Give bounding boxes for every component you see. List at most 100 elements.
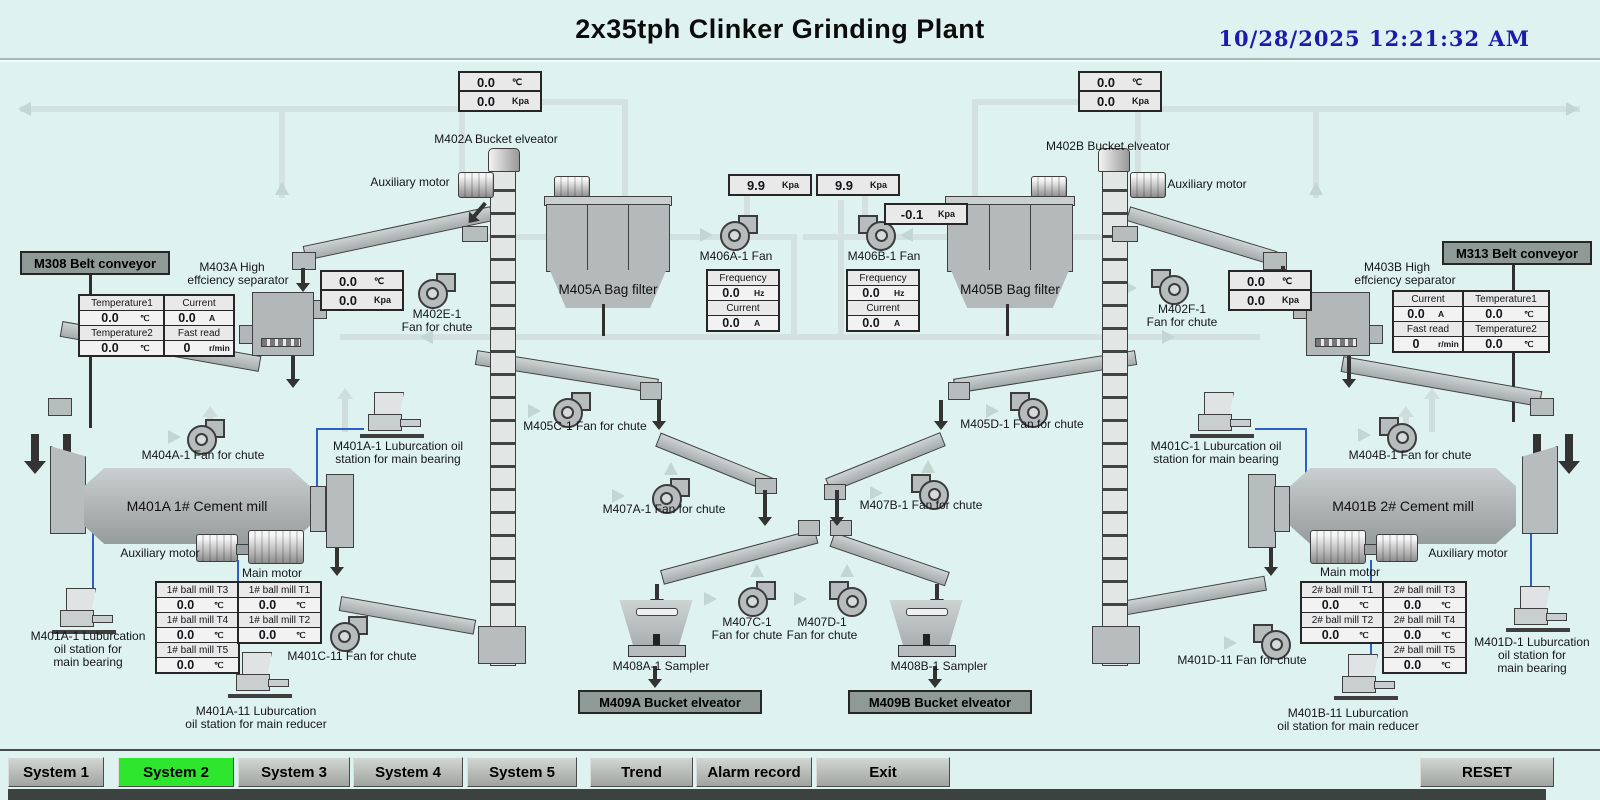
system1-button[interactable]: System 1 [8, 757, 104, 787]
millB-temps-col2: 2# ball mill T3 0.0℃ 2# ball mill T4 0.0… [1382, 581, 1467, 674]
oil-station-M401D1-label-line1: M401D-1 Luburcation [1474, 635, 1590, 649]
system2-button[interactable]: System 2 [118, 757, 234, 787]
fan-M405C-label: M405C-1 Fan for chute [523, 419, 647, 433]
fan-M407C-icon [738, 581, 778, 617]
bucket-elevator-B-head [1098, 148, 1130, 172]
fan-M402E-label-line2: Fan for chute [401, 320, 473, 334]
fan-M402F-icon [1149, 269, 1189, 305]
fan-M402E-label-line1: M402E-1 [412, 307, 462, 321]
reset-button[interactable]: RESET [1420, 757, 1554, 787]
cement-mill-A-label: M401A 1# Cement mill [126, 498, 268, 514]
millA-inlet-chute [50, 446, 86, 534]
sampler-M408B [888, 600, 964, 660]
elevatorA-label: M402A Bucket elveator [434, 132, 558, 146]
millB-auxiliary-motor-icon [1376, 534, 1418, 562]
millB-gearbox [1248, 474, 1276, 548]
fan-M401D11-label: M401D-11 Fan for chute [1177, 653, 1307, 667]
flow-arrow [648, 666, 662, 688]
bagA-outlet-line [602, 304, 605, 336]
cement-mill-B-label: M401B 2# Cement mill [1332, 498, 1474, 514]
oil-station-left-label-line3: main bearing [53, 655, 123, 669]
flow-arrow [330, 548, 344, 576]
bagB-outlet-line [1006, 304, 1009, 336]
millB-main-motor-icon [1310, 530, 1366, 564]
bag-filter-A: M405A Bag filter [544, 176, 672, 308]
oil-station-M401D1-label-line2: oil station for [1497, 648, 1567, 662]
millA-gearbox [326, 474, 354, 548]
millB-aux-motor-label: Auxiliary motor [1428, 546, 1508, 560]
bucket-elevator-B-base [1092, 626, 1140, 664]
millA-auxiliary-motor-icon [196, 534, 238, 562]
m409a-bucket-elevator-box: M409A Bucket elveator [578, 690, 762, 714]
bag-filter-A-label: M405A Bag filter [549, 270, 667, 308]
fan-M406A-label: M406A-1 Fan [699, 249, 773, 263]
bucket-elevator-A-base [478, 626, 526, 664]
m313-belt-conveyor-box: M313 Belt conveyor [1442, 241, 1592, 265]
system3-button[interactable]: System 3 [238, 757, 350, 787]
oil-station-M401C1-label-line2: station for main bearing [1153, 452, 1279, 466]
millB-inlet-arrow [1558, 434, 1580, 474]
flow-arrow [296, 268, 310, 292]
elevatorA-chute-block [462, 226, 488, 242]
auxiliary-motor-icon [458, 172, 494, 198]
oil-station-M401B-11 [1334, 654, 1398, 700]
separatorB-label-line2: effciency separator [1354, 273, 1456, 287]
oil-station-M401C1-label-line1: M401C-1 Luburcation oil [1150, 439, 1282, 453]
separator-A [239, 292, 327, 356]
header-divider [0, 58, 1600, 60]
fan-M406B-label: M406B-1 Fan [847, 249, 921, 263]
sampler-M408A-label: M408A-1 Sampler [612, 659, 710, 673]
millA-main-motor-icon [248, 530, 304, 564]
millA-main-motor-label: Main motor [241, 566, 303, 580]
conveyor-elevatorB-to-separatorB [1125, 206, 1278, 266]
exit-button[interactable]: Exit [816, 757, 950, 787]
fan-M407C-label-line2: Fan for chute [711, 628, 783, 642]
fan-M404A-icon [187, 419, 227, 455]
flow-arrow [1342, 352, 1356, 388]
millA-temps-col2: 1# ball mill T1 0.0℃ 1# ball mill T2 0.0… [237, 581, 322, 644]
airslide-A3 [660, 528, 819, 585]
motor-icon [554, 176, 590, 198]
fan-M401C11-label: M401C-11 Fan for chute [287, 649, 417, 663]
datetime-display: 10/28/2025 12:21:32 AM [1218, 26, 1530, 51]
bottom-strip [8, 789, 1546, 800]
bag-filter-B-label: M405B Bag filter [950, 270, 1070, 308]
oil-station-M401D1-label-line3: main bearing [1497, 661, 1567, 675]
fan-M407C-label-line1: M407C-1 [722, 615, 772, 629]
sampler-M408A [618, 600, 694, 660]
airslide-foot [948, 382, 970, 400]
flow-arrow [1264, 548, 1278, 576]
alarm-record-button[interactable]: Alarm record [696, 757, 812, 787]
system5-button[interactable]: System 5 [467, 757, 577, 787]
oil-station-M401A1-label-line1: M401A-1 Luburcation oil [332, 439, 464, 453]
airslide-foot [798, 520, 820, 536]
flow-arrow [934, 400, 948, 430]
oil-station-M401B11-label-line2: oil station for main reducer [1277, 719, 1419, 733]
bottom-bar-divider [0, 749, 1600, 751]
bag-filter-B: M405B Bag filter [945, 176, 1075, 308]
fan-M405D-label: M405D-1 Fan for chute [960, 417, 1084, 431]
system4-button[interactable]: System 4 [353, 757, 463, 787]
trend-button[interactable]: Trend [590, 757, 693, 787]
fan-M407B-label: M407B-1 Fan for chute [859, 498, 983, 512]
sampler-M408B-label: M408B-1 Sampler [890, 659, 988, 673]
millA-trunnion [310, 486, 326, 532]
m409b-bucket-elevator-box: M409B Bucket elveator [848, 690, 1032, 714]
fan-M407A-icon [652, 478, 692, 514]
oil-station-M401A1-label-line2: station for main bearing [335, 452, 461, 466]
millA-temps-col1: 1# ball mill T3 0.0℃ 1# ball mill T4 0.0… [155, 581, 240, 674]
millB-trunnion [1274, 486, 1290, 532]
feed-beam-drop [1530, 398, 1554, 416]
page-title: 2x35tph Clinker Grinding Plant [575, 14, 985, 44]
flow-arrow [652, 400, 666, 430]
bucket-elevator-A-column [490, 168, 516, 666]
millB-temps-col1: 2# ball mill T1 0.0℃ 2# ball mill T2 0.0… [1300, 581, 1385, 644]
airslide-foot [640, 382, 662, 400]
